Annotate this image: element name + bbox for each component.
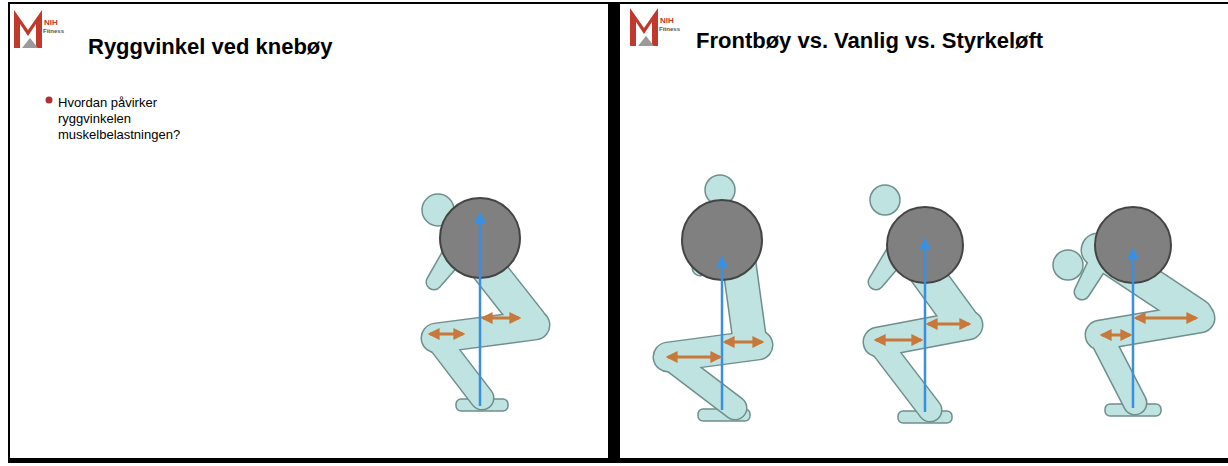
head	[870, 185, 900, 215]
moment-arm	[1136, 317, 1196, 320]
moment-arm	[725, 341, 762, 344]
logo-mark	[14, 10, 42, 48]
arm	[1082, 246, 1112, 292]
thigh	[878, 325, 968, 342]
shin	[668, 357, 735, 408]
shin	[878, 342, 930, 410]
foot	[698, 409, 750, 421]
force-arrow	[479, 214, 482, 406]
shin	[878, 342, 930, 410]
bullet-text: Hvordan påvirker ryggvinkelen muskelbela…	[58, 95, 200, 143]
logo-mark	[638, 36, 654, 46]
shin	[1100, 335, 1135, 403]
head	[422, 194, 454, 226]
arm	[434, 240, 462, 282]
slide-title: Ryggvinkel ved knebøy	[88, 34, 588, 60]
foot	[456, 399, 508, 411]
moment-arm	[668, 356, 720, 359]
moment-arm	[876, 339, 921, 342]
force-arrow	[1132, 250, 1135, 408]
moment-arm	[483, 317, 519, 320]
shin	[1100, 335, 1135, 403]
logo	[14, 10, 42, 48]
thigh	[1100, 318, 1200, 335]
thigh	[1100, 318, 1200, 335]
squat-figure	[668, 175, 762, 421]
squat-figure	[1053, 207, 1200, 416]
torso	[738, 255, 750, 342]
logo-text: NIH	[44, 18, 58, 27]
head	[705, 175, 735, 205]
barbell	[1095, 207, 1171, 283]
arm	[700, 236, 732, 268]
head	[1053, 250, 1083, 280]
thigh	[878, 325, 968, 342]
logo-mark	[22, 38, 38, 48]
torso	[470, 246, 530, 322]
arm	[434, 240, 462, 282]
barbell	[682, 200, 762, 280]
slide-panel: Frontbøy vs. Vanlig vs. Styrkeløft	[614, 2, 1228, 463]
arm	[876, 242, 905, 282]
arm	[1082, 246, 1112, 292]
logo-text: Fitness	[659, 26, 680, 32]
torso	[905, 244, 962, 322]
logo-text: NIH	[660, 16, 674, 25]
torso	[1098, 250, 1196, 315]
torso	[470, 246, 530, 322]
squat-figure	[870, 185, 969, 423]
barbell	[887, 207, 963, 283]
bullet-dot	[46, 97, 53, 104]
foot	[898, 411, 952, 423]
barbell	[440, 198, 520, 278]
moment-arm	[928, 323, 969, 326]
foot	[1105, 404, 1161, 416]
torso	[738, 255, 750, 342]
torso	[1098, 250, 1196, 315]
squat-figure	[422, 194, 535, 411]
shin	[436, 338, 482, 398]
torso	[905, 244, 962, 322]
slide-panel: Ryggvinkel ved knebøyHvordan påvirker ry…	[8, 2, 614, 463]
shin	[436, 338, 482, 398]
arm	[700, 236, 732, 268]
arm	[876, 242, 905, 282]
thigh	[436, 325, 535, 338]
logo-text: Fitness	[43, 28, 64, 34]
moment-arm	[1102, 334, 1130, 337]
moment-arm	[430, 333, 463, 336]
thigh	[436, 325, 535, 338]
force-arrow	[924, 240, 927, 412]
logo-mark	[630, 8, 658, 46]
slide-title: Frontbøy vs. Vanlig vs. Styrkeløft	[696, 28, 1216, 54]
logo	[630, 8, 658, 46]
thigh	[668, 345, 758, 357]
force-arrow	[721, 258, 724, 410]
shin	[668, 357, 735, 408]
thigh	[668, 345, 758, 357]
